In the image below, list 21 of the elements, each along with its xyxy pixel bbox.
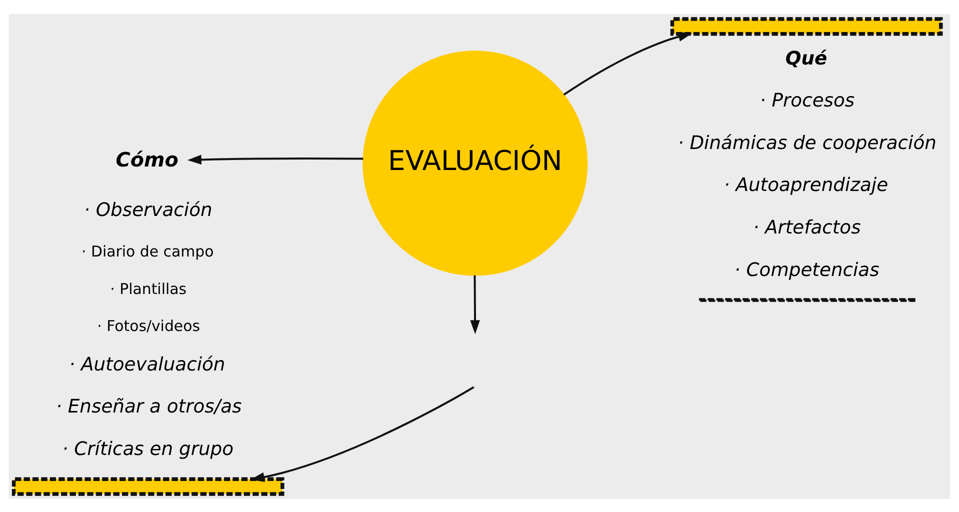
arrow — [187, 154, 364, 164]
label: · Artefactos — [753, 216, 861, 238]
label: · Competencias — [734, 259, 880, 280]
label: · Enseñar a otros/as — [56, 396, 242, 418]
label: · Plantillas — [110, 279, 187, 298]
label: · Autoevaluación — [69, 354, 226, 375]
arrow — [563, 31, 692, 95]
label: · Diario de campo — [82, 242, 214, 260]
label: · Críticas en grupo — [62, 438, 234, 460]
node-line — [698, 298, 916, 302]
label: · Autoaprendizaje — [724, 174, 888, 196]
label: · Procesos — [760, 90, 855, 112]
node-bar — [670, 16, 943, 36]
node-bar — [12, 476, 284, 496]
node-circle: EVALUACIÓN — [362, 50, 588, 276]
label: · Observación — [84, 200, 212, 221]
label: · Dinámicas de cooperación — [678, 132, 936, 154]
label: Qué — [785, 48, 828, 69]
label: · Fotos/videos — [97, 316, 200, 335]
arrow — [470, 274, 480, 334]
node-text: Cómo — [116, 148, 178, 172]
